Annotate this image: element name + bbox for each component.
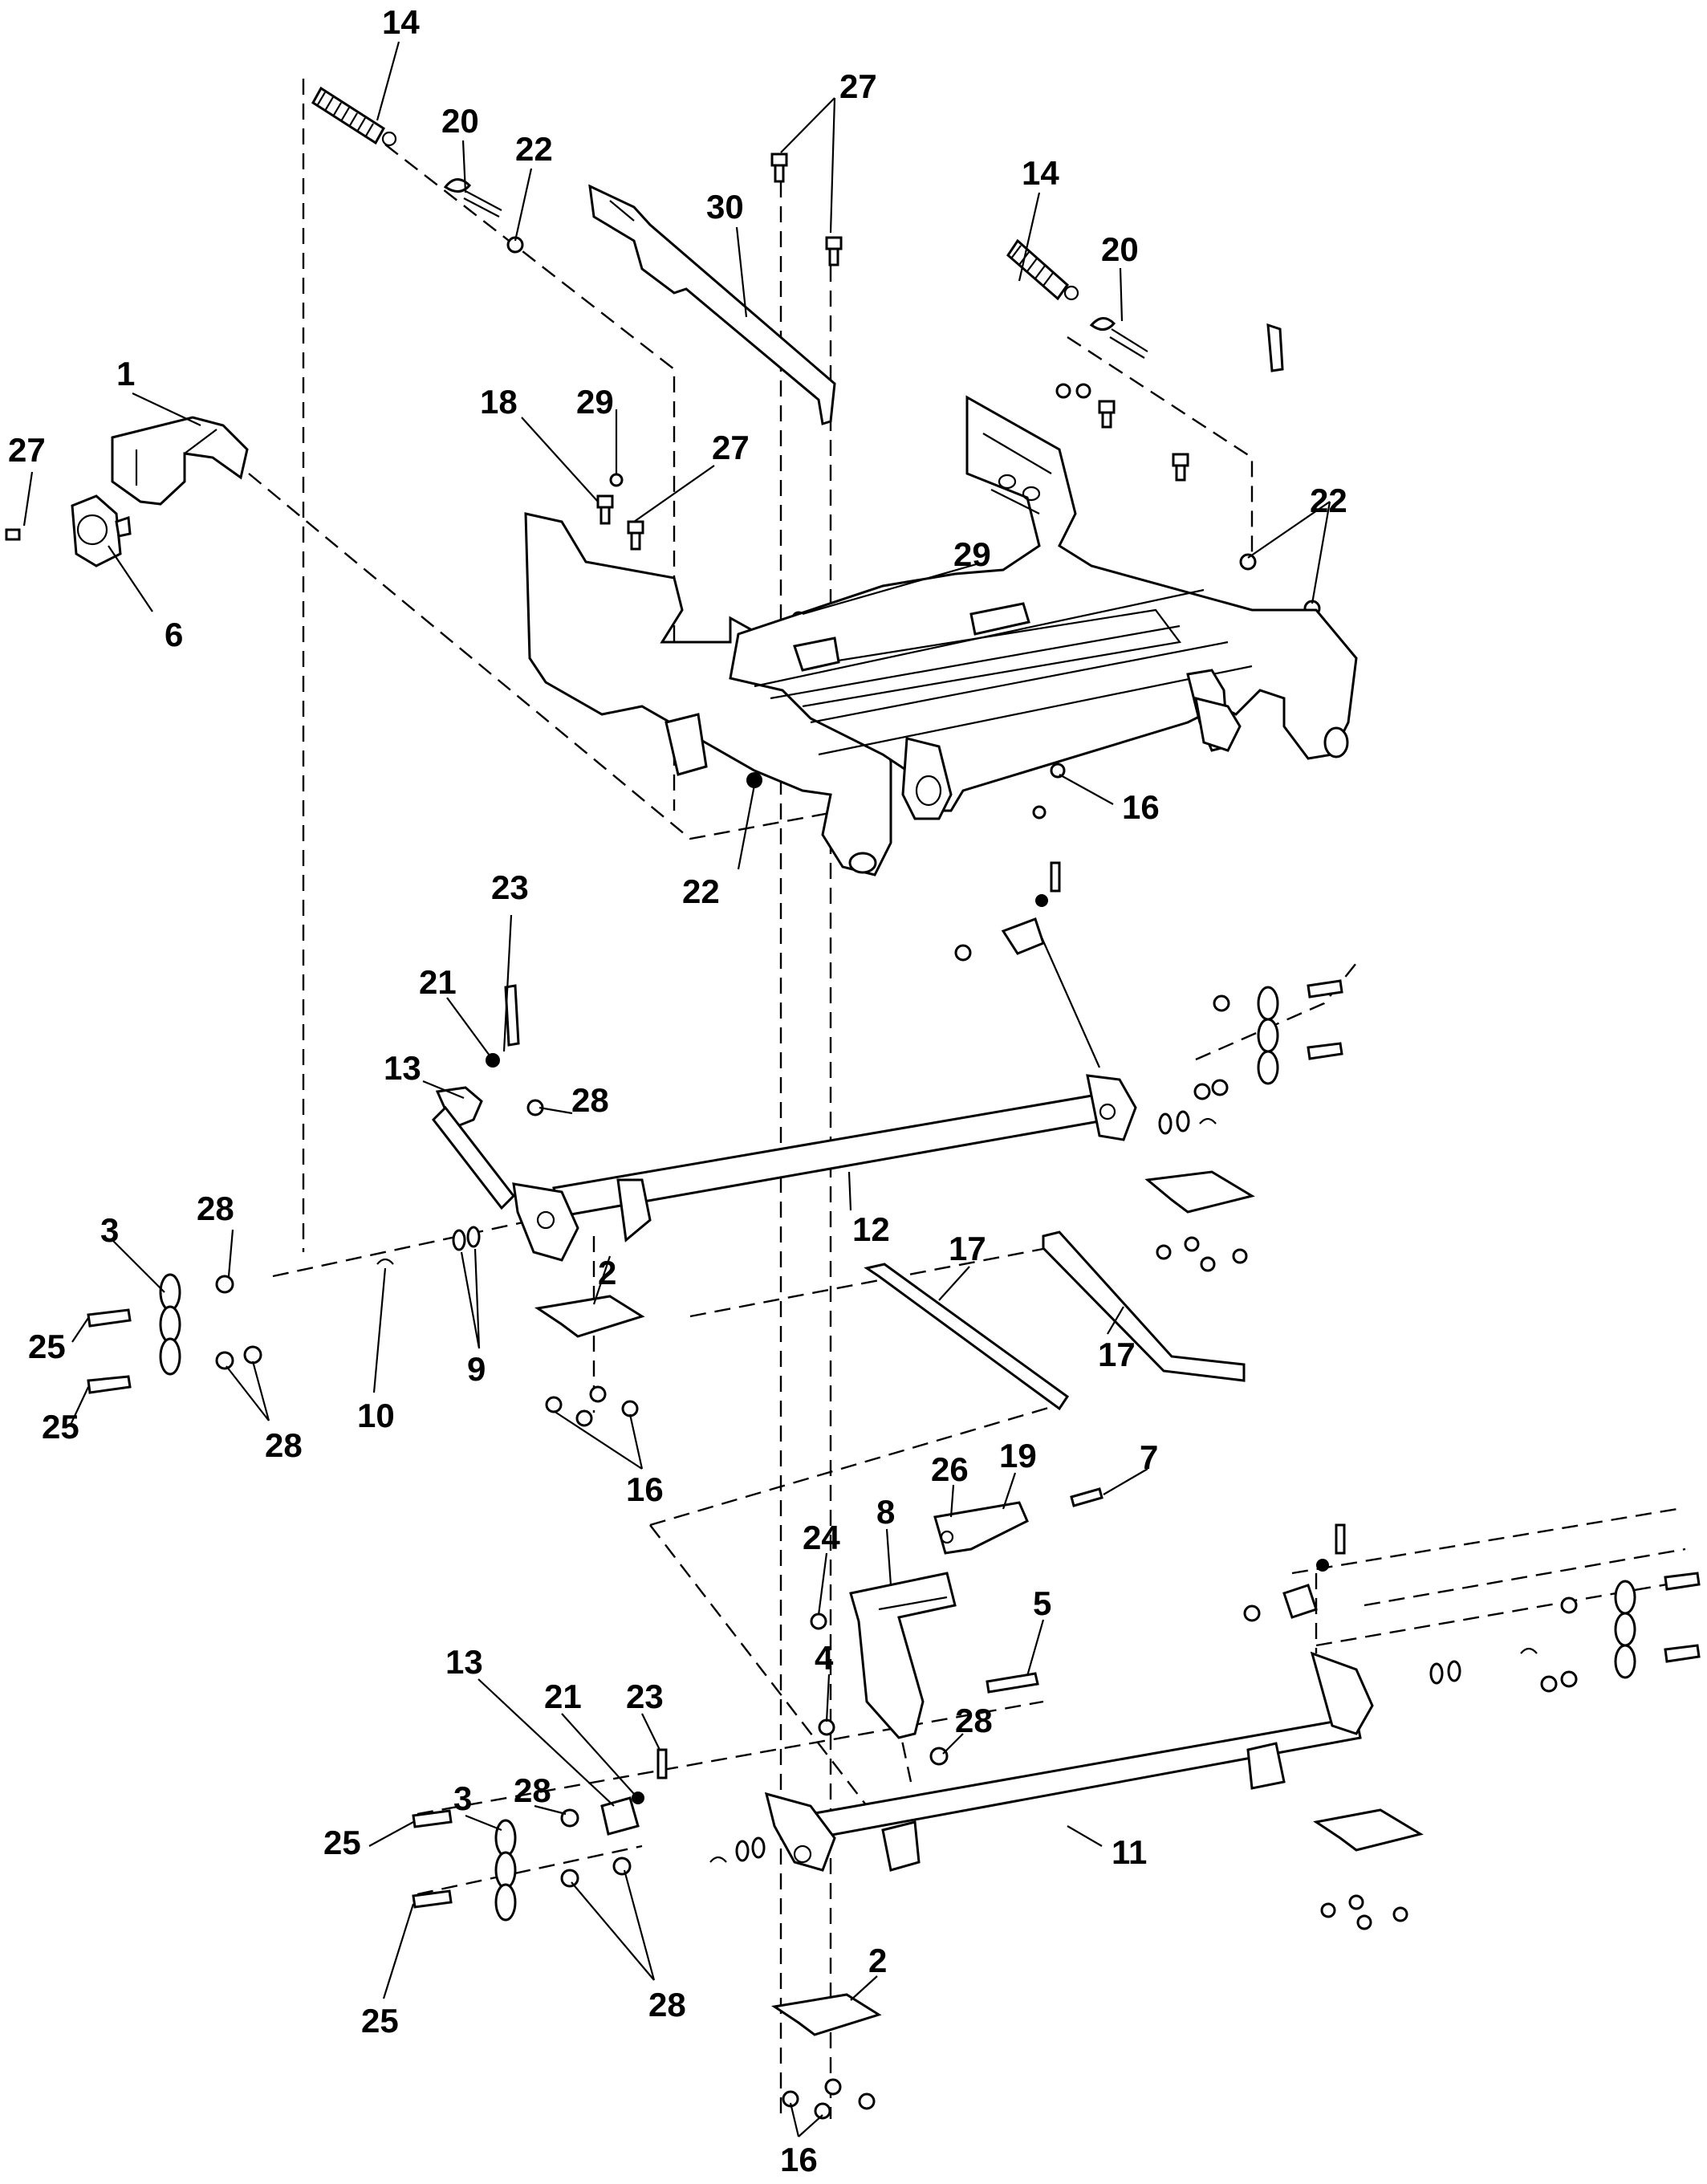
- callout-22-top-left: 22: [515, 130, 553, 168]
- lift-arm-13-upper: [432, 984, 544, 1210]
- callout-16-frame: 16: [1122, 788, 1160, 826]
- leader-lines: [22, 41, 1331, 2137]
- cross-shaft-11: [764, 1651, 1374, 1872]
- callout-21-upper: 21: [419, 963, 457, 1001]
- callout-13-upper: 13: [384, 1049, 421, 1087]
- part-1-bracket: [111, 416, 249, 506]
- part-19-26-latch: [933, 1487, 1103, 1555]
- callout-30: 30: [706, 188, 744, 226]
- callout-13-lower: 13: [445, 1643, 483, 1681]
- callout-16-lower: 16: [780, 2141, 818, 2178]
- callout-25-lower-b: 25: [361, 2002, 399, 2040]
- callout-2-upper: 2: [598, 1254, 616, 1291]
- callout-4: 4: [815, 1639, 834, 1677]
- callout-22-right: 22: [1310, 482, 1347, 519]
- callout-12: 12: [852, 1210, 890, 1248]
- chain-3-upper-right: [1158, 979, 1343, 1135]
- main-frame: [524, 323, 1358, 876]
- bracket-right-upper: [1144, 1170, 1255, 1272]
- callout-16-upper: 16: [626, 1470, 664, 1508]
- rods-17: [864, 1230, 1246, 1411]
- callout-21-lower: 21: [544, 1678, 582, 1715]
- clevis-pin-right: [1089, 317, 1321, 617]
- callout-17-left: 17: [949, 1230, 986, 1267]
- callout-19: 19: [999, 1437, 1037, 1474]
- callout-11: 11: [1112, 1833, 1147, 1871]
- callout-28-lower-pair: 28: [648, 1986, 686, 2023]
- callout-29-mid: 29: [953, 535, 991, 573]
- callout-20-top-left: 20: [441, 102, 479, 140]
- callout-10: 10: [357, 1397, 395, 1434]
- callout-27-mid: 27: [712, 429, 750, 466]
- callout-27-top: 27: [839, 67, 877, 105]
- callout-28-upper-pair: 28: [265, 1426, 303, 1464]
- callout-25-upper-b: 25: [42, 1408, 79, 1446]
- cross-shaft-12: [512, 922, 1137, 1262]
- part-6-idler: [5, 494, 132, 567]
- callout-14-top-left: 14: [382, 3, 420, 41]
- callout-7: 7: [1140, 1438, 1158, 1476]
- chain-3-lower: [412, 1808, 766, 1922]
- bracket-2-upper: [534, 1295, 645, 1427]
- callout-29-upper: 29: [576, 383, 614, 421]
- callout-20-top-right: 20: [1101, 230, 1139, 268]
- part-8-bracket: [849, 1572, 957, 1739]
- callout-5: 5: [1033, 1584, 1051, 1622]
- callout-28-upper-left: 28: [197, 1190, 234, 1227]
- callout-6: 6: [165, 616, 183, 653]
- callout-28-lower-left: 28: [514, 1771, 551, 1809]
- callout-23-upper: 23: [491, 868, 529, 906]
- callout-27-left: 27: [8, 431, 46, 469]
- spring-left: [311, 86, 397, 147]
- callout-26: 26: [931, 1450, 969, 1488]
- callout-17-right: 17: [1098, 1336, 1136, 1373]
- bracket-2-lower: [771, 1993, 882, 2120]
- callout-28-center: 28: [955, 1702, 993, 1739]
- clip-10-washers-9: [376, 1226, 481, 1265]
- callout-25-upper-a: 25: [28, 1328, 66, 1365]
- callout-23-lower: 23: [626, 1678, 664, 1715]
- right-lower-parts: [1243, 1523, 1701, 1930]
- callout-1: 1: [116, 355, 135, 392]
- nuts-28-upper: [215, 1275, 262, 1370]
- callout-28-upper-mid: 28: [571, 1081, 609, 1119]
- callout-25-lower-a: 25: [323, 1824, 361, 1861]
- callout-3-upper: 3: [100, 1211, 119, 1249]
- callout-22-frame: 22: [682, 872, 720, 910]
- callout-24: 24: [803, 1519, 840, 1556]
- bolts-25-upper: [87, 1308, 132, 1394]
- right-upper-link: [954, 861, 1061, 962]
- callout-14-top-right: 14: [1022, 154, 1059, 192]
- chain-3-upper: [159, 1273, 181, 1376]
- parts-24-4-5: [810, 1613, 1039, 1766]
- callout-9: 9: [467, 1350, 486, 1388]
- callout-labels: 14 20 22 27 30 14 20 1 27 6 18 29 27 29 …: [8, 3, 1347, 2178]
- callout-3-lower: 3: [453, 1779, 472, 1817]
- part-30-bracket: [588, 184, 836, 425]
- callout-8: 8: [876, 1493, 895, 1531]
- lift-arm-13-lower: [600, 1748, 668, 1836]
- callout-2-lower: 2: [868, 1942, 887, 1979]
- spring-right: [1006, 238, 1079, 301]
- clevis-pin-left: [443, 178, 524, 254]
- callout-18: 18: [480, 383, 518, 421]
